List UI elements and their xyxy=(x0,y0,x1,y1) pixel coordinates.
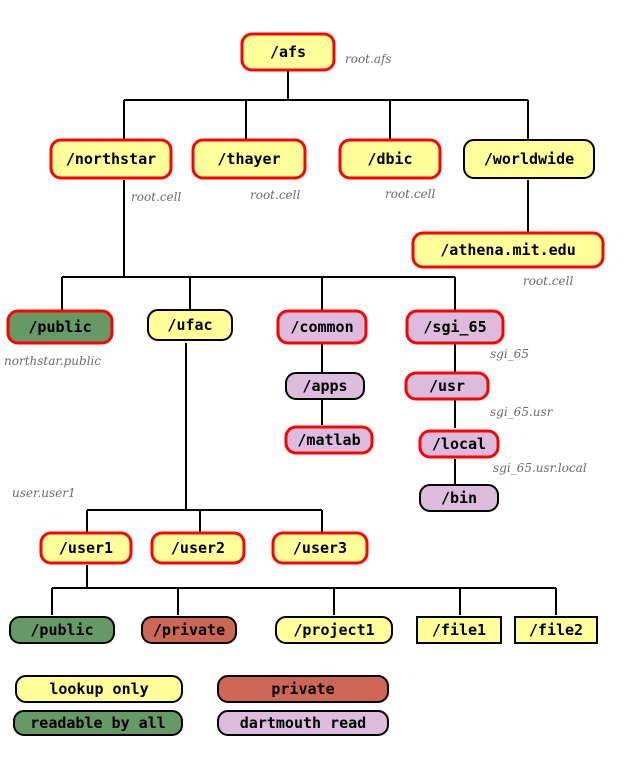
node-sgi-65: /sgi_65 xyxy=(405,309,505,345)
annotation-sgi-65-usr-local: sgi_65.usr.local xyxy=(493,461,587,475)
node-box xyxy=(404,371,490,401)
node-label: /user1 xyxy=(59,539,113,557)
legend-label: lookup only xyxy=(49,680,148,698)
node-box xyxy=(463,139,595,179)
node-label: /thayer xyxy=(217,150,280,168)
annotation-root-afs: root.afs xyxy=(345,52,392,66)
legend-lookup-only: lookup only xyxy=(15,675,183,703)
node-box xyxy=(405,309,505,345)
volume-annotations: root.afs root.cell root.cell root.cell root.… xyxy=(4,52,587,500)
node-project1: /project1 xyxy=(275,616,393,644)
node-label: /bin xyxy=(441,489,477,507)
legend-readable-by-all: readable by all xyxy=(13,710,183,736)
node-label: /northstar xyxy=(66,150,156,168)
node-user2: /user2 xyxy=(150,531,246,565)
legend-swatch xyxy=(217,675,389,703)
node-box xyxy=(6,309,114,345)
node-worldwide: /worldwide xyxy=(463,139,595,179)
legend-label: readable by all xyxy=(30,714,165,732)
node-label: /common xyxy=(290,318,353,336)
annotation-user-user1: user.user1 xyxy=(12,486,76,500)
node-box xyxy=(9,616,115,644)
node-label: /file2 xyxy=(529,621,583,639)
node-box xyxy=(338,138,442,180)
tree-edges xyxy=(51,70,557,615)
node-private-user: /private xyxy=(141,616,237,644)
node-label: /ufac xyxy=(167,316,212,334)
node-common: /common xyxy=(276,309,368,345)
node-box xyxy=(275,616,393,644)
node-athena: /athena.mit.edu xyxy=(411,231,605,269)
node-local: /local xyxy=(418,429,500,459)
node-apps: /apps xyxy=(285,372,365,400)
node-box xyxy=(514,616,598,644)
node-box xyxy=(285,372,365,400)
node-box xyxy=(271,531,369,565)
node-label: /public xyxy=(30,621,93,639)
node-box xyxy=(284,425,374,455)
tree-nodes: /afs/northstar/thayer/dbic/worldwide/ath… xyxy=(6,32,605,644)
legend-swatch xyxy=(15,675,183,703)
node-label: /dbic xyxy=(367,150,412,168)
node-box xyxy=(411,231,605,269)
legend-private: private xyxy=(217,675,389,703)
annotation-northstar-public: northstar.public xyxy=(4,354,101,368)
legend-swatch xyxy=(13,710,183,736)
node-label: /usr xyxy=(429,377,465,395)
legend-dartmouth-read: dartmouth read xyxy=(217,710,389,736)
node-box xyxy=(150,531,246,565)
node-label: /local xyxy=(432,435,486,453)
node-box xyxy=(276,309,368,345)
node-user3: /user3 xyxy=(271,531,369,565)
legend-label: private xyxy=(271,680,334,698)
node-label: /apps xyxy=(302,377,347,395)
node-dbic: /dbic xyxy=(338,138,442,180)
node-file1: /file1 xyxy=(416,616,502,644)
node-public-user: /public xyxy=(9,616,115,644)
node-label: /project1 xyxy=(293,621,374,639)
node-afs: /afs xyxy=(240,32,336,72)
annotation-root-cell-thayer: root.cell xyxy=(250,188,300,202)
annotation-sgi-65-usr: sgi_65.usr xyxy=(490,405,554,419)
node-box xyxy=(147,309,233,341)
legend: lookup only private readable by all dartmou… xyxy=(13,675,389,736)
legend-swatch xyxy=(217,710,389,736)
node-label: /user3 xyxy=(293,539,347,557)
node-label: /sgi_65 xyxy=(423,318,486,336)
annotation-root-cell-dbic: root.cell xyxy=(385,187,435,201)
node-thayer: /thayer xyxy=(191,138,307,180)
node-label: /afs xyxy=(270,43,306,61)
node-northstar: /northstar xyxy=(49,138,173,180)
node-label: /matlab xyxy=(297,431,360,449)
annotation-sgi-65: sgi_65 xyxy=(490,347,529,361)
node-label: /private xyxy=(153,621,225,639)
node-bin: /bin xyxy=(419,484,499,512)
node-matlab: /matlab xyxy=(284,425,374,455)
node-label: /user2 xyxy=(171,539,225,557)
node-box xyxy=(240,32,336,72)
legend-label: dartmouth read xyxy=(240,714,366,732)
node-label: /athena.mit.edu xyxy=(440,241,575,259)
node-box xyxy=(141,616,237,644)
node-usr: /usr xyxy=(404,371,490,401)
node-box xyxy=(416,616,502,644)
node-label: /public xyxy=(28,318,91,336)
node-public-top: /public xyxy=(6,309,114,345)
annotation-root-cell-northstar: root.cell xyxy=(131,190,181,204)
node-box xyxy=(418,429,500,459)
node-file2: /file2 xyxy=(514,616,598,644)
node-user1: /user1 xyxy=(39,531,133,565)
node-box xyxy=(419,484,499,512)
node-ufac: /ufac xyxy=(147,309,233,341)
node-box xyxy=(39,531,133,565)
node-label: /file1 xyxy=(432,621,486,639)
node-label: /worldwide xyxy=(484,150,574,168)
node-box xyxy=(191,138,307,180)
annotation-root-cell-athena: root.cell xyxy=(523,274,573,288)
node-box xyxy=(49,138,173,180)
